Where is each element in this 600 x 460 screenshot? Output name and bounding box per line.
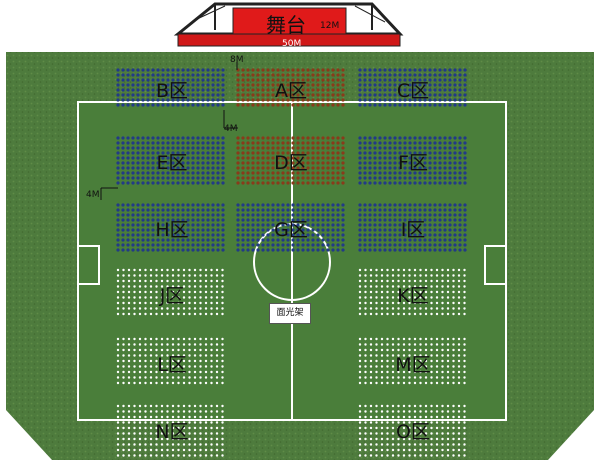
zone-label-K: K区 (397, 285, 428, 307)
zone-label-G: G区 (274, 219, 308, 241)
zone-label-N: N区 (155, 421, 188, 443)
seat-block-A (236, 68, 345, 107)
dim-row-gap: 4M (224, 124, 238, 134)
seat-block-E (116, 136, 225, 185)
zone-label-J: J区 (159, 285, 185, 307)
dimension-markers: 8M 4M 4M (86, 55, 244, 200)
stage-label: 舞台 (266, 13, 306, 37)
zone-label-M: M区 (395, 354, 430, 376)
zone-label-L: L区 (157, 354, 187, 376)
seat-block-I (358, 203, 467, 252)
flood-light-rack: 面光架 (269, 303, 311, 324)
stage-width-label: 50M (282, 39, 301, 49)
zone-labels: B区 A区 C区 E区 D区 F区 H区 G区 I区 J区 K区 L区 M区 N区 O区 (155, 80, 430, 443)
dim-top-gap: 8M (230, 55, 244, 65)
stage-height-label: 12M (320, 21, 339, 31)
stage-structure: 舞台 12M 50M (173, 2, 404, 49)
seat-block-F (358, 136, 467, 185)
right-penalty-box (484, 245, 506, 285)
seat-block-C (358, 68, 467, 107)
zone-label-B: B区 (156, 80, 188, 102)
zone-label-I: I区 (401, 219, 426, 241)
zone-label-C: C区 (397, 80, 429, 102)
seat-block-D (236, 136, 345, 185)
seat-block-M (358, 337, 466, 385)
dim-side-gap: 4M (86, 190, 100, 200)
seat-block-B (116, 68, 225, 107)
zone-label-E: E区 (156, 152, 187, 174)
zone-label-A: A区 (275, 80, 307, 102)
seat-block-L (116, 337, 224, 385)
zone-label-O: O区 (396, 421, 430, 443)
stage-base (177, 33, 401, 47)
seat-block-H (116, 203, 225, 252)
seat-blocks (116, 68, 467, 457)
left-penalty-box (78, 245, 100, 285)
zone-label-H: H区 (155, 219, 188, 241)
seat-block-N (116, 404, 224, 457)
zone-label-D: D区 (274, 152, 308, 174)
zone-label-F: F区 (398, 152, 428, 174)
seat-block-J (116, 268, 224, 316)
seat-block-G (236, 203, 345, 252)
seat-block-O (358, 404, 466, 457)
seat-block-K (358, 268, 466, 316)
